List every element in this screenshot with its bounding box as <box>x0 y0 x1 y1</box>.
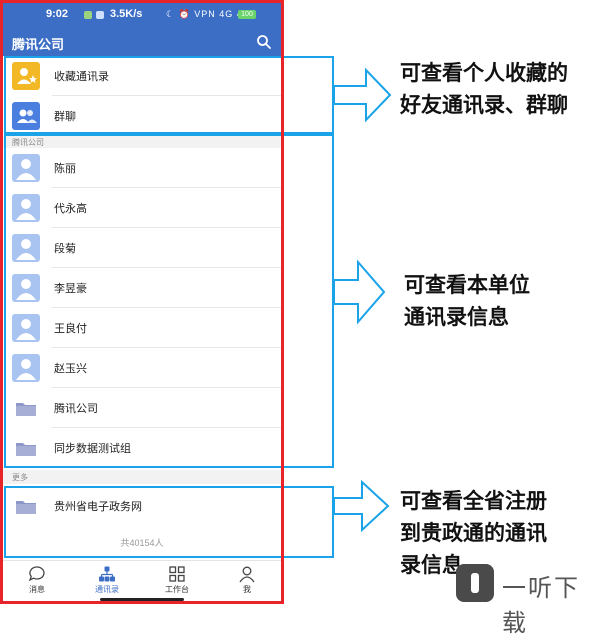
status-bar: 9:02 3.5K/s ☾ ⏰ VPN 4G 4G 100 <box>0 0 284 30</box>
annotation-note-favorites: 可查看个人收藏的 好友通讯录、群聊 <box>400 62 568 117</box>
group-icon <box>12 102 40 130</box>
tab-workbench[interactable]: 工作台 <box>152 565 202 595</box>
favorites-contacts-item[interactable]: 收藏通讯录 <box>0 56 284 96</box>
section-label-company: 腾讯公司 <box>12 138 44 147</box>
app-notification-icon <box>96 11 104 19</box>
section-label-more: 更多 <box>12 473 28 482</box>
group-chat-item[interactable]: 群聊 <box>0 96 284 136</box>
divider <box>52 95 284 96</box>
divider <box>52 227 284 228</box>
contact-name: 李昱豪 <box>54 283 87 295</box>
status-time: 9:02 <box>46 8 69 20</box>
tab-messages[interactable]: 消息 <box>12 565 62 595</box>
tab-label: 工作台 <box>165 585 189 594</box>
arrow-right-icon <box>333 479 390 533</box>
divider <box>52 347 284 348</box>
battery-icon: 100 <box>238 10 256 19</box>
network-speed: 3.5K/s <box>110 8 143 20</box>
contact-item[interactable]: 王良付 <box>0 308 284 348</box>
person-avatar-icon <box>12 274 40 302</box>
app-bar: 腾讯公司 <box>0 30 284 56</box>
person-avatar-icon <box>12 234 40 262</box>
organization-name: 贵州省电子政务网 <box>54 501 142 513</box>
contact-item[interactable]: 赵玉兴 <box>0 348 284 388</box>
page-title: 腾讯公司 <box>12 37 65 52</box>
list-item-label: 群聊 <box>54 111 76 123</box>
list-item-label: 收藏通讯录 <box>54 71 109 83</box>
grid-icon <box>169 566 185 582</box>
org-chart-icon <box>99 566 115 582</box>
person-icon <box>239 566 255 583</box>
arrow-right-icon <box>333 67 392 123</box>
tab-contacts[interactable]: 通讯录 <box>82 565 132 595</box>
contact-name: 代永高 <box>54 203 87 215</box>
divider <box>52 187 284 188</box>
arrow-right-icon <box>333 259 386 325</box>
contact-name: 赵玉兴 <box>54 363 87 375</box>
search-icon[interactable] <box>256 34 272 50</box>
folder-icon <box>12 492 40 520</box>
section-header <box>0 470 284 484</box>
divider <box>52 267 284 268</box>
watermark-logo-icon <box>456 564 494 602</box>
person-avatar-icon <box>12 314 40 342</box>
contact-name: 王良付 <box>54 323 87 335</box>
divider <box>52 427 284 428</box>
organization-item[interactable]: 贵州省电子政务网 <box>0 486 284 526</box>
annotation-note-province: 可查看全省注册 到贵政通的通讯 录信息 <box>400 490 547 577</box>
person-avatar-icon <box>12 154 40 182</box>
tab-label: 通讯录 <box>95 585 119 594</box>
watermark: 一听下载 <box>452 560 598 637</box>
phone-screen: 9:02 3.5K/s ☾ ⏰ VPN 4G 4G 100 腾讯公司 收藏通讯录 <box>0 0 284 608</box>
status-icons: ☾ ⏰ VPN 4G 4G <box>166 9 251 19</box>
contact-name: 段菊 <box>54 243 76 255</box>
contact-item[interactable]: 代永高 <box>0 188 284 228</box>
tab-me[interactable]: 我 <box>222 565 272 595</box>
contact-item[interactable]: 段菊 <box>0 228 284 268</box>
home-indicator <box>100 598 184 601</box>
tab-label: 消息 <box>29 585 45 594</box>
member-count: 共40154人 <box>120 538 164 548</box>
watermark-text: 一听下载 <box>502 575 580 637</box>
department-item[interactable]: 腾讯公司 <box>0 388 284 428</box>
divider <box>52 307 284 308</box>
tab-label: 我 <box>243 585 251 594</box>
contact-item[interactable]: 李昱豪 <box>0 268 284 308</box>
contact-name: 陈丽 <box>54 163 76 175</box>
section-header <box>0 136 284 148</box>
divider <box>52 387 284 388</box>
department-item[interactable]: 同步数据测试组 <box>0 428 284 468</box>
chat-icon <box>28 566 45 582</box>
star-person-icon <box>12 62 40 90</box>
person-avatar-icon <box>12 354 40 382</box>
department-name: 同步数据测试组 <box>54 443 131 455</box>
person-avatar-icon <box>12 194 40 222</box>
bottom-tab-bar: 消息 通讯录 工作台 <box>0 560 284 605</box>
annotation-note-company: 可查看本单位 通讯录信息 <box>404 274 530 329</box>
contact-item[interactable]: 陈丽 <box>0 148 284 188</box>
folder-icon <box>12 394 40 422</box>
notification-icon <box>84 11 92 19</box>
folder-icon <box>12 434 40 462</box>
department-name: 腾讯公司 <box>54 403 98 415</box>
